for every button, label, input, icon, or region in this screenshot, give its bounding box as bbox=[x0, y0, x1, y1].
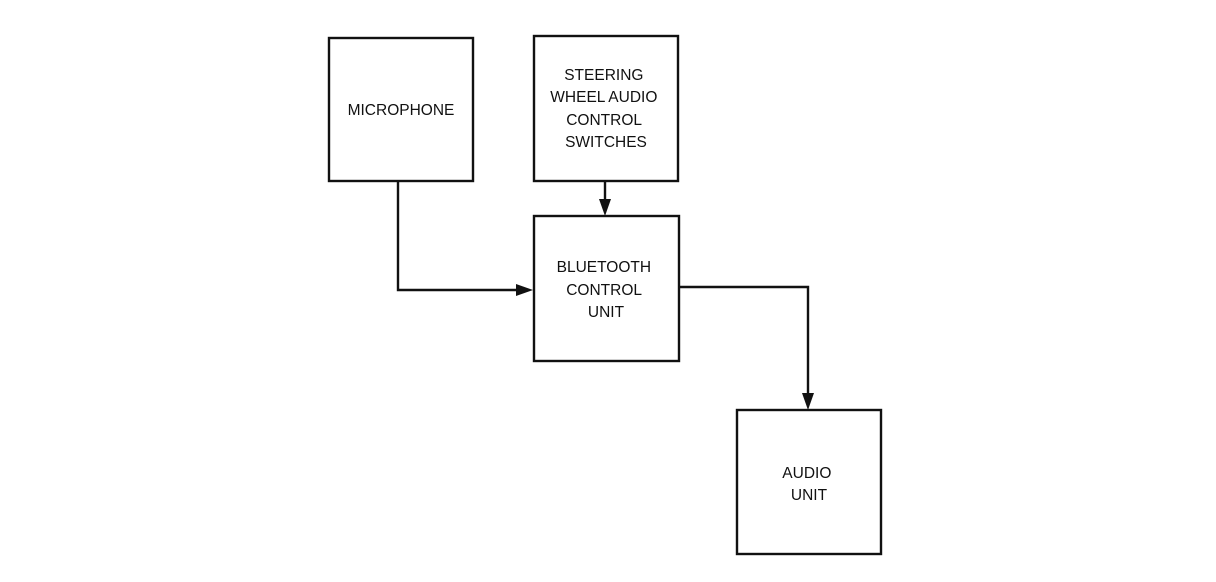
block-label-line: CONTROL bbox=[566, 282, 642, 299]
block-label-line: AUDIO bbox=[782, 465, 831, 482]
block-label-line: UNIT bbox=[588, 304, 625, 321]
block-label-line: CONTROL bbox=[566, 112, 642, 129]
block-bluetooth-control-unit-label: BLUETOOTH CONTROL UNIT bbox=[557, 259, 656, 321]
block-bluetooth-control-unit: BLUETOOTH CONTROL UNIT bbox=[532, 214, 681, 363]
connector-bluetooth-to-audio bbox=[679, 285, 814, 410]
block-label-line: STEERING bbox=[564, 67, 643, 84]
arrowhead-down-icon bbox=[599, 199, 611, 216]
block-label-line: BLUETOOTH bbox=[557, 259, 651, 276]
block-label-line: UNIT bbox=[791, 487, 828, 504]
block-microphone: MICROPHONE bbox=[327, 36, 475, 183]
block-audio-unit-label: AUDIO UNIT bbox=[782, 465, 835, 504]
block-steering-wheel-switches-label: STEERING WHEEL AUDIO CONTROL SWITCHES bbox=[550, 67, 661, 151]
connector-switches-to-bluetooth bbox=[599, 181, 611, 216]
block-microphone-label: MICROPHONE bbox=[348, 102, 455, 119]
block-label-line: WHEEL AUDIO bbox=[550, 89, 657, 106]
block-steering-wheel-switches: STEERING WHEEL AUDIO CONTROL SWITCHES bbox=[532, 34, 680, 183]
connector-microphone-to-bluetooth bbox=[396, 181, 533, 296]
block-audio-unit: AUDIO UNIT bbox=[735, 408, 883, 556]
block-label-line: SWITCHES bbox=[565, 134, 647, 151]
arrowhead-right-icon bbox=[516, 284, 533, 296]
arrowhead-down-icon bbox=[802, 393, 814, 410]
block-label-line: MICROPHONE bbox=[348, 102, 455, 119]
